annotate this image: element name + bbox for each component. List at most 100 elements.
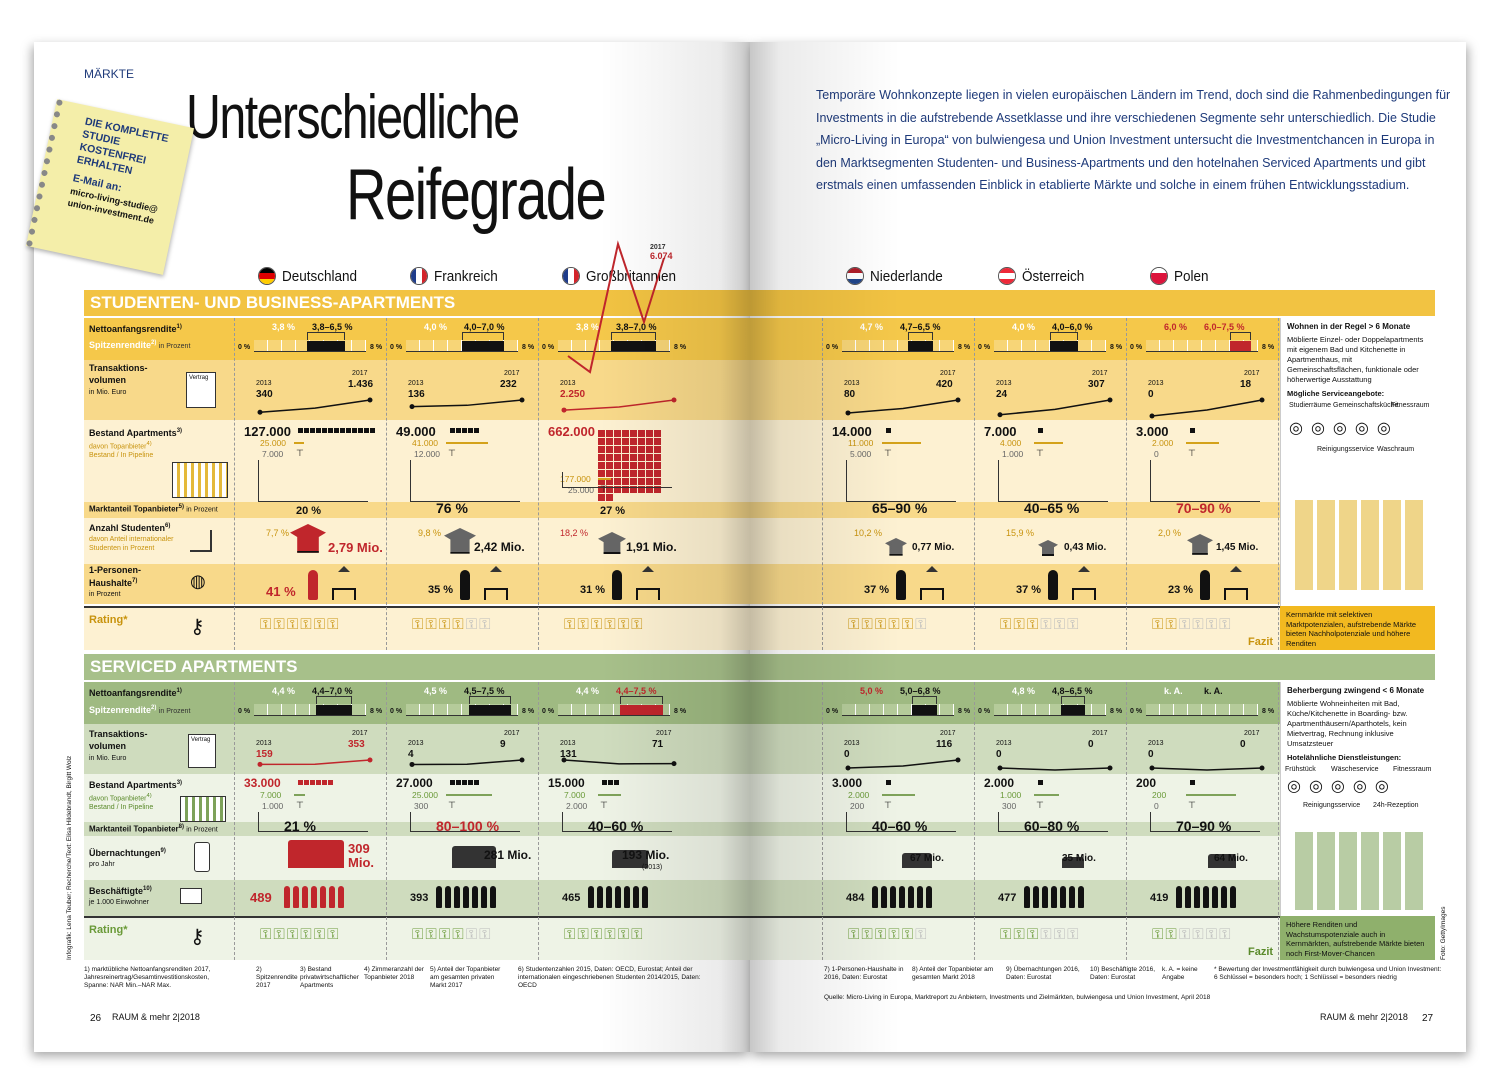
s2-rendite-band xyxy=(84,682,1435,724)
section2-title: SERVICED APARTMENTS xyxy=(90,657,298,676)
key-filled-icon: ⚿ xyxy=(1000,926,1014,943)
column-divider xyxy=(1126,682,1127,960)
rendite-min: 4,0 % xyxy=(424,322,448,332)
key-filled-icon: ⚿ xyxy=(1026,616,1041,633)
crane-icon: ⊤ xyxy=(600,484,608,494)
pipeline-value: 12.000 xyxy=(414,449,440,459)
marktanteil-value: 27 % xyxy=(600,505,626,517)
trans-year-end: 2017 xyxy=(940,370,956,377)
column-divider xyxy=(822,318,823,650)
yield-range-bracket xyxy=(315,696,352,704)
key-filled-icon: ⚿ xyxy=(564,926,578,943)
trans-year-end: 2017 xyxy=(504,730,520,737)
key-filled-icon: ⚿ xyxy=(874,926,889,943)
s2-side-s2: Wäscheservice xyxy=(1331,766,1379,773)
yield-range-fill xyxy=(307,341,345,351)
s2-side-s1: Frühstück xyxy=(1285,766,1316,773)
apartment-square xyxy=(598,454,605,461)
fn10: 10) Beschäftigte 2016, Daten: Eurostat xyxy=(1090,966,1156,981)
section1-title: STUDENTEN- UND BUSINESS-APARTMENTS xyxy=(90,293,456,312)
trans-polyline xyxy=(999,767,1111,771)
axis-zero: 0 % xyxy=(1130,344,1143,351)
single-household-share: 37 % xyxy=(864,584,890,596)
apartment-square xyxy=(304,428,309,433)
flag-stripe xyxy=(999,268,1015,274)
bed-icon xyxy=(1208,854,1236,868)
yield-scale-bar xyxy=(406,332,518,352)
axis-eight: 8 % xyxy=(958,344,971,351)
bestand-total: 3.000 xyxy=(832,776,863,790)
apartment-square xyxy=(1190,780,1195,785)
students-count: 1,91 Mio. xyxy=(626,540,677,554)
s2-label-marktanteil: Marktanteil Topanbieter8) in Prozent xyxy=(89,824,218,834)
employee-figure-icon xyxy=(890,886,896,908)
apartment-square xyxy=(646,454,653,461)
key-filled-icon: ⚿ xyxy=(861,616,875,633)
apartment-square xyxy=(598,486,605,493)
section-label: MÄRKTE xyxy=(84,67,135,81)
apartment-square xyxy=(630,446,637,453)
trans-point xyxy=(671,397,677,403)
employee-figure-icon xyxy=(615,886,621,908)
trans-value-start: 0 xyxy=(1148,389,1154,400)
apartment-square xyxy=(630,430,637,437)
apartment-square xyxy=(468,428,473,433)
s2-fazit-box: Höhere Renditen und Wachstumspotenziale … xyxy=(1280,916,1435,960)
bestand-total: 662.000 xyxy=(548,424,595,439)
flag-stripe xyxy=(259,268,275,274)
flag-stripe xyxy=(999,278,1015,284)
column-divider xyxy=(1278,318,1279,650)
trans-value-start: 131 xyxy=(560,749,577,760)
fn2: 2) Spitzenrendite 2017 xyxy=(256,966,298,989)
apartment-square xyxy=(646,478,653,485)
label-bestand: Bestand Apartments3) xyxy=(89,428,183,438)
key-filled-icon: ⚿ xyxy=(848,926,862,943)
bestand-bracket xyxy=(258,460,368,502)
topanbieter-value: 4.000 xyxy=(1000,438,1022,448)
label-trans-unit: in Mio. Euro xyxy=(89,389,127,396)
infographic-credit: Infografik: Lena Teuber; Recherche/Text:… xyxy=(66,755,73,960)
trans-polyline xyxy=(411,399,523,408)
rendite-min: 4,4 % xyxy=(576,686,600,696)
apartment-square xyxy=(598,462,605,469)
apartment-square xyxy=(606,462,613,469)
employee-figure-icon xyxy=(899,886,905,908)
graduation-cap-icon xyxy=(1038,540,1058,556)
country-name: Niederlande xyxy=(870,268,943,285)
trans-value-start: 0 xyxy=(996,749,1002,760)
key-filled-icon: ⚿ xyxy=(273,926,287,943)
single-household-share: 41 % xyxy=(266,584,296,599)
axis-eight: 8 % xyxy=(522,708,535,715)
label-haushalte1: 1-Personen- xyxy=(89,565,142,575)
bestand-squares xyxy=(1038,779,1118,786)
label-trans2: volumen xyxy=(89,375,127,385)
employee-figures xyxy=(1176,886,1239,913)
students-count: 0,43 Mio. xyxy=(1064,542,1107,553)
overnight-stays: 35 Mio. xyxy=(1062,853,1096,864)
apartment-square xyxy=(638,438,645,445)
trans-value-start: 2.250 xyxy=(560,389,586,400)
fn5: 5) Anteil der Topanbieter am gesamten pr… xyxy=(430,966,501,989)
key-filled-icon: ⚿ xyxy=(412,926,426,943)
key-filled-icon: ⚿ xyxy=(1165,616,1179,633)
topanbieter-value: 177.000 xyxy=(560,474,591,484)
contract-icon: Vertrag xyxy=(186,372,216,408)
key-filled-icon: ⚿ xyxy=(327,616,341,633)
gb-transaction-spike xyxy=(567,240,665,374)
apartment-square xyxy=(474,780,479,785)
employee-figure-icon xyxy=(454,886,460,908)
yield-scale-bar xyxy=(994,332,1106,352)
trans-polyline xyxy=(563,399,675,411)
yield-range-fill xyxy=(619,705,663,715)
trans-year-end: 2017 xyxy=(656,730,672,737)
rendite-range: 4,8–6,5 % xyxy=(1052,686,1093,696)
employee-figures xyxy=(1024,886,1087,913)
crane-icon: ⊤ xyxy=(1188,448,1196,458)
s2-side-s5: 24h-Rezeption xyxy=(1373,802,1419,809)
s1-side-services-head: Mögliche Serviceangebote: xyxy=(1287,389,1385,398)
apartment-square xyxy=(1038,780,1043,785)
trans-year-start: 2013 xyxy=(256,380,272,387)
trans-year-start: 2013 xyxy=(996,740,1012,747)
axis-zero: 0 % xyxy=(1130,708,1143,715)
